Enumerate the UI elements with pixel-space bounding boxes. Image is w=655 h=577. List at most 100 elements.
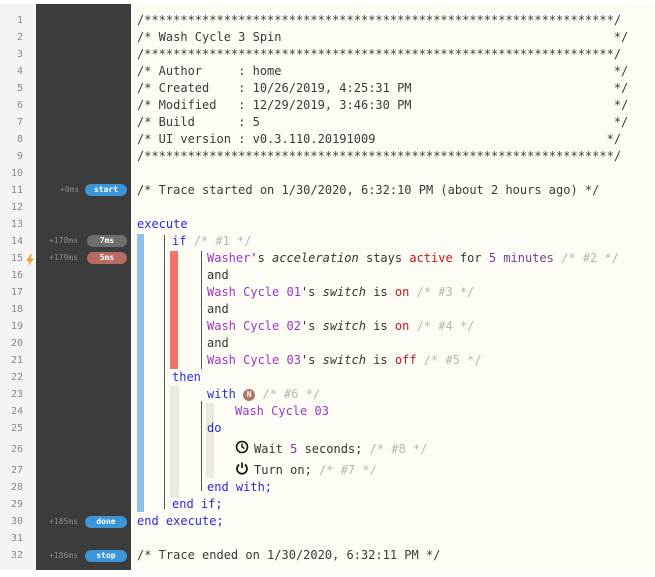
line-number: 1 [16, 15, 23, 26]
line-number: 31 [10, 533, 23, 544]
with-block-bar [206, 403, 214, 478]
condition-1-device: Washer [207, 251, 251, 265]
line-number: 5 [16, 83, 23, 94]
condition-3-device: Wash Cycle 02 [207, 319, 301, 333]
condition-time: +179ms [49, 253, 78, 262]
condition-4-comment: /* #5 */ [423, 353, 482, 367]
header-stars-top: /***************************************… [137, 13, 622, 27]
condition-3-operator: is [365, 319, 395, 333]
wait-comment: /* #8 */ [369, 442, 428, 456]
condition-4-operator: is [365, 353, 395, 367]
line-number: 13 [10, 219, 23, 230]
turn-on-comment: /* #7 */ [319, 463, 377, 477]
turn-on-action[interactable]: Turn on; /* #7 */ [254, 463, 377, 478]
and-operator-2[interactable]: and [207, 302, 229, 316]
line-number: 27 [10, 465, 23, 476]
trace-started-line: /* Trace started on 1/30/2020, 6:32:10 P… [137, 183, 600, 197]
condition-2-device: Wash Cycle 01 [207, 285, 301, 299]
stop-badge: stop [85, 550, 127, 562]
done-badge: done [85, 516, 127, 528]
line-number: 14 [10, 236, 23, 247]
line-number: 28 [10, 482, 23, 493]
if-duration-badge: 7ms [87, 235, 127, 247]
condition-2-possessive: 's [300, 285, 323, 299]
with-comment: /* #6 */ [262, 387, 321, 401]
line-number: 19 [10, 321, 23, 332]
power-icon [236, 462, 248, 475]
condition-4-possessive: 's [300, 353, 323, 367]
line-number: 11 [10, 185, 23, 196]
wait-action[interactable]: Wait 5 seconds; /* #8 */ [254, 442, 427, 457]
lightning-icon [26, 254, 34, 266]
condition-1-duration: 5 [488, 251, 497, 265]
condition-2-operator: is [365, 285, 395, 299]
line-number: 22 [10, 372, 23, 383]
with-statement[interactable]: with N /* #6 */ [207, 387, 320, 402]
wait-label: Wait [254, 442, 291, 456]
author-line: /* Author : home */ [137, 64, 629, 78]
condition-1-possessive: 's [250, 251, 273, 265]
do-keyword[interactable]: do [207, 421, 222, 435]
header-stars-bottom: /***************************************… [137, 149, 622, 163]
condition-3[interactable]: Wash Cycle 02's switch is on /* #4 */ [207, 319, 474, 334]
line-number: 30 [10, 516, 23, 527]
condition-1-for: for [452, 251, 489, 265]
line-number: 12 [10, 202, 23, 213]
condition-2-attribute: switch [322, 285, 366, 299]
if-comment: /* #1 */ [193, 234, 252, 248]
line-number: 21 [10, 355, 23, 366]
wait-unit: seconds; [297, 442, 363, 456]
header-stars-mid: /***************************************… [137, 47, 622, 61]
condition-1-value: active [409, 251, 453, 265]
execute-trace-bar [137, 234, 144, 512]
line-number: 23 [10, 389, 23, 400]
condition-1[interactable]: Washer's acceleration stays active for 5… [207, 251, 619, 266]
clock-icon [235, 440, 249, 454]
line-number: 17 [10, 287, 23, 298]
if-statement[interactable]: if /* #1 */ [172, 234, 251, 249]
and-operator-3[interactable]: and [207, 336, 229, 350]
line-number: 18 [10, 304, 23, 315]
condition-4-device: Wash Cycle 03 [207, 353, 301, 367]
code-area [131, 4, 655, 570]
condition-4[interactable]: Wash Cycle 03's switch is off /* #5 */ [207, 353, 482, 368]
condition-3-value: on [394, 319, 410, 333]
turn-on-label: Turn on; [254, 463, 312, 477]
modified-line: /* Modified : 12/29/2019, 3:46:30 PM */ [137, 98, 629, 112]
trace-ended-line: /* Trace ended on 1/30/2020, 6:32:11 PM … [137, 548, 441, 562]
line-number: 16 [10, 270, 23, 281]
end-if-keyword[interactable]: end if; [172, 497, 223, 511]
condition-2-comment: /* #3 */ [416, 285, 475, 299]
line-number: 4 [16, 66, 23, 77]
start-time: +0ms [60, 185, 80, 194]
condition-1-comment: /* #2 */ [561, 251, 619, 265]
line-number: 6 [16, 100, 23, 111]
with-device[interactable]: Wash Cycle 03 [235, 404, 329, 418]
condition-4-value: off [394, 353, 417, 367]
created-line: /* Created : 10/26/2019, 4:25:31 PM */ [137, 81, 629, 95]
condition-4-attribute: switch [322, 353, 366, 367]
if-keyword: if [172, 234, 187, 248]
with-keyword: with [207, 387, 236, 401]
end-execute-keyword[interactable]: end execute; [137, 514, 224, 528]
condition-1-attribute: acceleration [272, 251, 359, 265]
line-number: 2 [16, 32, 23, 43]
build-line: /* Build : 5 */ [137, 115, 629, 129]
condition-3-possessive: 's [300, 319, 323, 333]
if-time: +178ms [49, 236, 78, 245]
condition-3-attribute: switch [322, 319, 366, 333]
done-time: +185ms [49, 517, 78, 526]
with-bracket [201, 401, 202, 491]
condition-2[interactable]: Wash Cycle 01's switch is on /* #3 */ [207, 285, 474, 300]
condition-trace-bar [170, 251, 178, 369]
condition-duration-badge: 5ms [87, 252, 127, 264]
piston-title: /* Wash Cycle 3 Spin */ [137, 30, 629, 44]
condition-1-operator: stays [358, 251, 410, 265]
and-operator-1[interactable]: and [207, 268, 229, 282]
execute-keyword[interactable]: execute [137, 217, 188, 231]
line-number: 10 [10, 168, 23, 179]
then-keyword[interactable]: then [172, 370, 201, 384]
line-number: 26 [10, 444, 23, 455]
end-with-keyword[interactable]: end with; [207, 480, 273, 494]
